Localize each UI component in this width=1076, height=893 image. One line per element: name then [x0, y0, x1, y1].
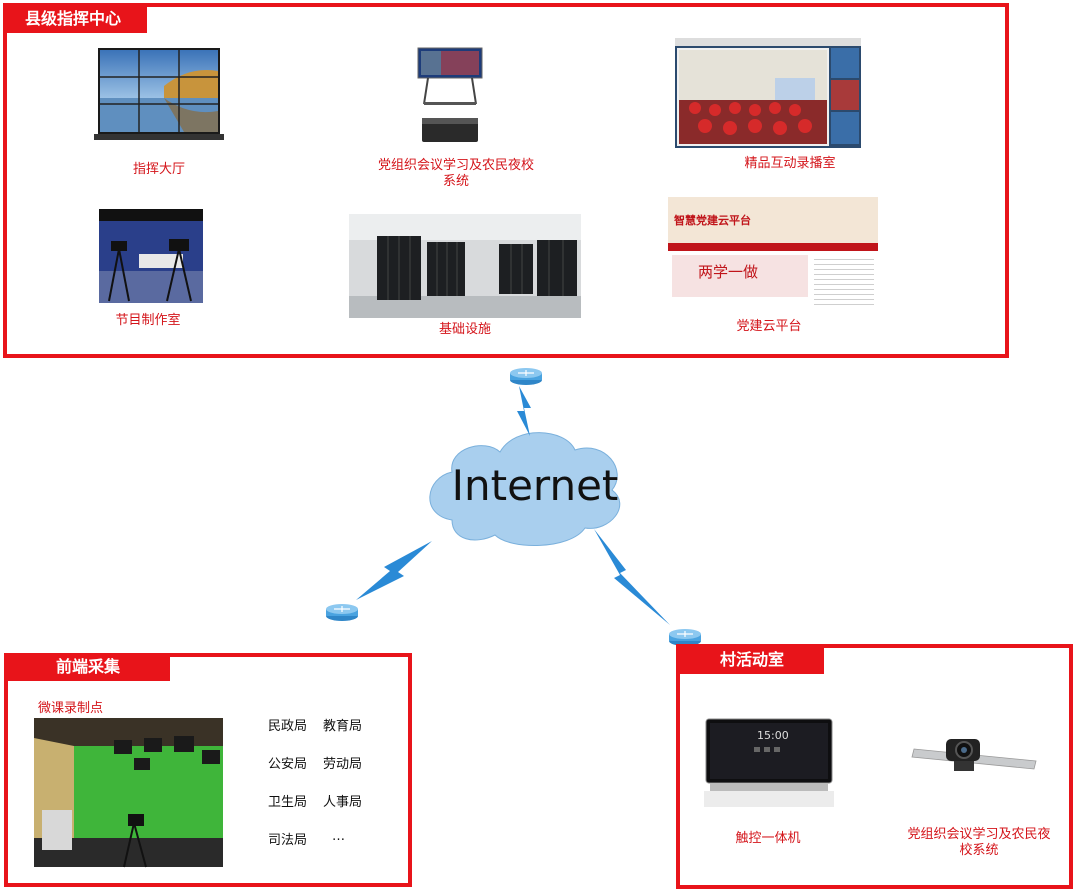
recording-room-image [675, 38, 861, 148]
micro-course-label: 微课录制点 [38, 701, 104, 716]
caption-touch-screen: 触控一体机 [735, 831, 801, 846]
caption-recording-room: 精品互动录播室 [744, 156, 836, 171]
portal-banner [672, 255, 808, 297]
router-icon-top [510, 368, 542, 385]
conference-terminal-image [414, 46, 486, 148]
caption-village-meeting-system: 党组织会议学习及农民夜校系统 [907, 827, 1051, 858]
party-cloud-portal-image: 智慧党建云平台 两学一做 [668, 197, 878, 311]
portal-banner-text: 两学一做 [698, 263, 759, 281]
studio-image [99, 209, 203, 303]
village-title: 村活动室 [680, 646, 824, 674]
internet-label: Internet [451, 461, 619, 510]
bolt-icon-right [594, 529, 670, 625]
caption-production-studio: 节目制作室 [115, 313, 181, 328]
touch-screen-image [704, 717, 834, 807]
department-item: … [332, 829, 345, 844]
department-item: 卫生局 [268, 795, 308, 810]
bolt-icon-top [517, 386, 531, 436]
caption-party-cloud-platform: 党建云平台 [736, 319, 802, 334]
portal-news-list [814, 255, 874, 307]
portal-nav-bar [668, 243, 878, 251]
caption-party-meeting-system: 党组织会议学习及农民夜校系统 [378, 158, 535, 189]
green-screen-studio-image [34, 718, 223, 868]
video-wall-image [94, 46, 224, 144]
department-item: 公安局 [268, 757, 308, 772]
video-camera-bar-image [910, 735, 1042, 780]
department-item: 司法局 [268, 833, 308, 848]
router-icon-left [326, 604, 358, 621]
department-item: 劳动局 [323, 757, 363, 772]
command-center-title: 县级指挥中心 [7, 5, 147, 33]
department-item: 教育局 [323, 719, 363, 734]
department-item: 人事局 [323, 795, 363, 810]
front-end-title: 前端采集 [8, 655, 170, 681]
department-item: 民政局 [268, 719, 308, 734]
caption-command-hall: 指挥大厅 [132, 162, 185, 177]
portal-logo-text: 智慧党建云平台 [674, 214, 751, 227]
bolt-icon-left [356, 541, 432, 600]
portal-header [668, 197, 878, 243]
touch-screen-time: 15:00 [757, 729, 789, 742]
caption-infrastructure: 基础设施 [438, 322, 491, 337]
server-room-image [349, 214, 581, 318]
